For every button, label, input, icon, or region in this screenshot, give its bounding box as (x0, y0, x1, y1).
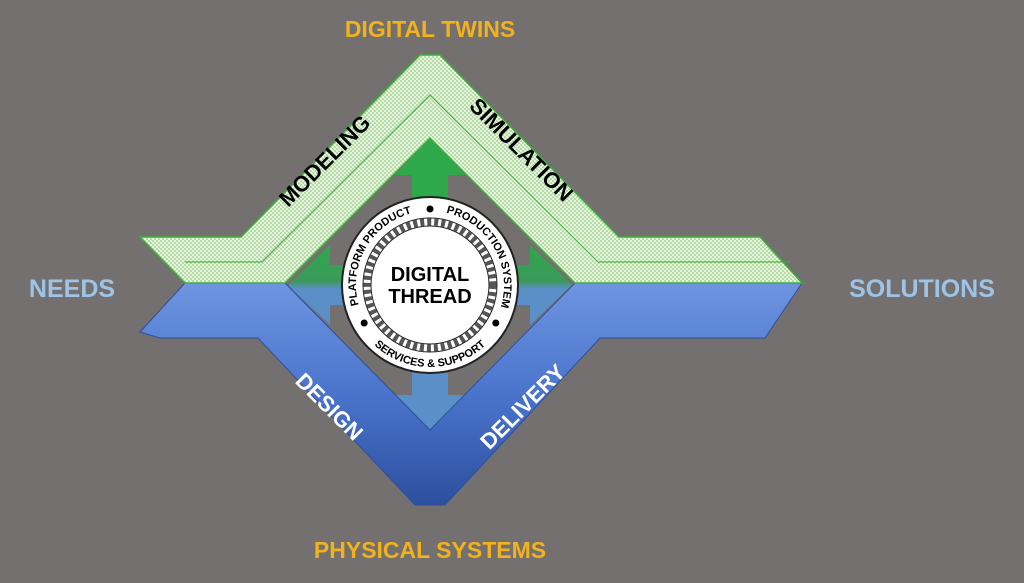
right-arrow-icon (500, 245, 572, 325)
down-arrow-icon (395, 360, 465, 432)
label-digital-twins: DIGITAL TWINS (345, 16, 515, 42)
label-needs: NEEDS (29, 275, 115, 303)
center-line-2: THREAD (388, 286, 471, 308)
up-arrow-icon (395, 138, 465, 210)
label-physical-systems: PHYSICAL SYSTEMS (314, 537, 546, 563)
center-line-1: DIGITAL (391, 264, 470, 286)
digital-band (138, 54, 804, 284)
left-arrow-icon (288, 245, 360, 325)
digital-thread-seal: PLATFORM PRODUCT PRODUCTION SYSTEM SERVI… (341, 196, 519, 374)
arrows (288, 138, 572, 432)
label-solutions: SOLUTIONS (849, 275, 995, 303)
